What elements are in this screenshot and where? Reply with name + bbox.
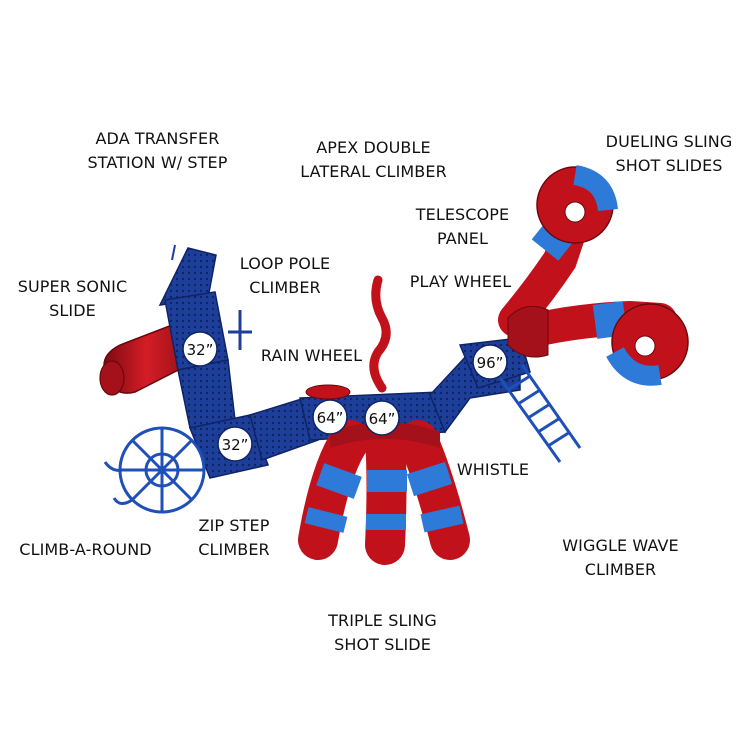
label-line: LATERAL CLIMBER: [300, 162, 447, 181]
label-line: STATION W/ STEP: [87, 153, 228, 172]
label-line: WHISTLE: [456, 460, 530, 479]
label-apex-climber: APEX DOUBLE LATERAL CLIMBER: [296, 136, 451, 184]
dueling-sling-shot-slides: [498, 165, 689, 386]
apex-double-lateral-climber: [369, 275, 391, 393]
label-play-wheel: PLAY WHEEL: [398, 270, 523, 294]
label-wiggle-wave: WIGGLE WAVE CLIMBER: [548, 534, 693, 582]
deck-height-a: 32”: [187, 341, 214, 359]
label-dueling-slides: DUELING SLING SHOT SLIDES: [594, 130, 744, 178]
label-zip-step: ZIP STEP CLIMBER: [184, 514, 284, 562]
label-line: CLIMBER: [198, 540, 270, 559]
triple-sling-shot-slide: [298, 420, 470, 565]
label-line: LOOP POLE: [239, 254, 331, 273]
label-line: DUELING SLING: [605, 132, 733, 151]
wiggle-wave-climber: [498, 364, 582, 463]
label-line: TELESCOPE: [415, 205, 510, 224]
label-line: ZIP STEP: [198, 516, 270, 535]
label-line: APEX DOUBLE: [316, 138, 431, 157]
deck-height-d: 64”: [369, 410, 396, 428]
label-line: SHOT SLIDES: [615, 156, 723, 175]
deck-height-badges: [182, 331, 508, 462]
label-line: ADA TRANSFER: [95, 129, 220, 148]
loop-pole-climber: [228, 310, 252, 350]
label-line: SUPER SONIC: [17, 277, 128, 296]
label-line: WIGGLE WAVE: [562, 536, 679, 555]
label-loop-pole: LOOP POLE CLIMBER: [230, 252, 340, 300]
label-rain-wheel: RAIN WHEEL: [254, 344, 369, 368]
label-line: CLIMB-A-ROUND: [19, 540, 152, 559]
label-telescope-panel: TELESCOPE PANEL: [405, 203, 520, 251]
rain-wheel: [305, 384, 351, 400]
label-line: RAIN WHEEL: [260, 346, 363, 365]
label-triple-sling: TRIPLE SLING SHOT SLIDE: [310, 609, 455, 657]
label-line: PANEL: [436, 229, 489, 248]
label-line: SHOT SLIDE: [334, 635, 431, 654]
deck-height-e: 96”: [477, 354, 504, 372]
label-line: CLIMBER: [584, 560, 657, 579]
label-line: SLIDE: [49, 301, 96, 320]
label-line: CLIMBER: [249, 278, 321, 297]
deck-height-c: 64”: [317, 409, 344, 427]
climb-a-round: [103, 426, 206, 514]
label-line: PLAY WHEEL: [409, 272, 512, 291]
label-super-sonic: SUPER SONIC SLIDE: [10, 275, 135, 323]
label-whistle: WHISTLE: [448, 458, 538, 482]
label-climb-a-round: CLIMB-A-ROUND: [8, 538, 163, 562]
label-line: TRIPLE SLING: [328, 611, 437, 630]
label-ada-transfer: ADA TRANSFER STATION W/ STEP: [80, 127, 235, 175]
deck-height-b: 32”: [222, 436, 249, 454]
